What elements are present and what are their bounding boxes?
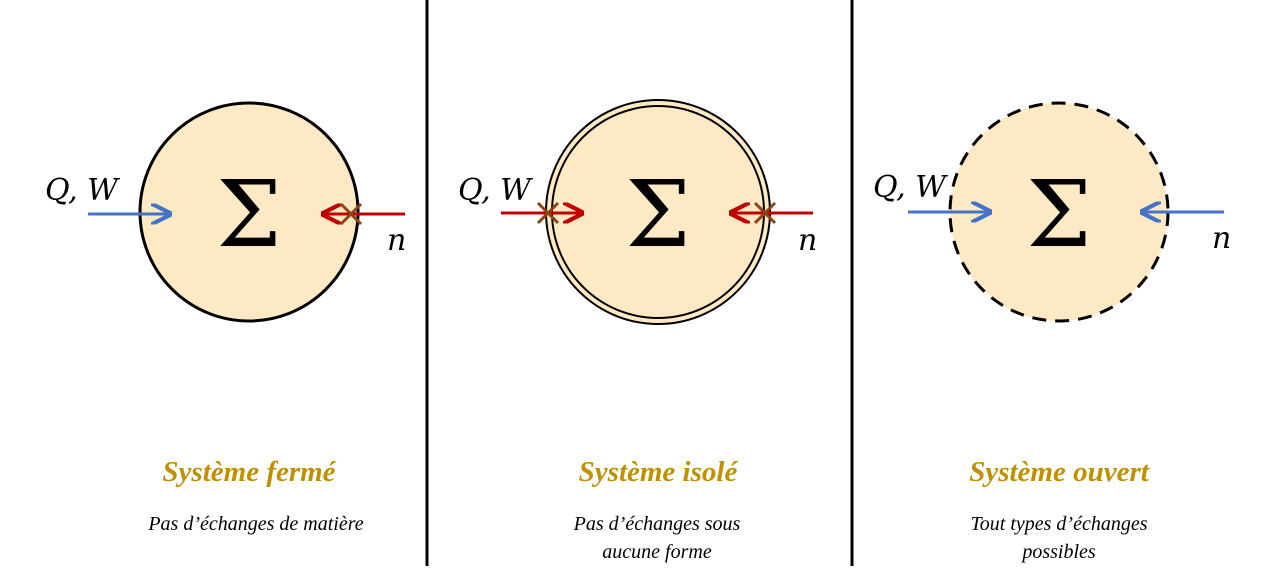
sigma-symbol: Σ [1026,161,1091,268]
matter-block-mark [753,201,777,225]
panel-closed-system: Σ Q, W n [45,101,406,323]
sigma-symbol: Σ [625,161,690,268]
matter-label: n [798,223,817,258]
subtitle-line: possibles [1022,541,1096,563]
panel-subtitle-open: Tout types d’échanges possibles [929,510,1189,566]
panel-open-system: Σ Q, W n [873,101,1231,323]
energy-label: Q, W [45,173,120,208]
panel-isolated-system: Σ Q, W n [458,99,817,325]
panel-title-open: Système ouvert [969,456,1149,488]
subtitle-line: aucune forme [602,541,712,563]
sigma-symbol: Σ [216,161,281,268]
system-boundary-solid [138,101,360,323]
energy-label: Q, W [873,170,948,205]
matter-label: n [1212,221,1231,256]
energy-block-mark [536,201,560,225]
panel-title-closed: Système fermé [162,456,336,488]
subtitle-line: Pas d’échanges de matière [148,513,364,535]
matter-label: n [387,223,406,258]
panel-subtitle-isolated: Pas d’échanges sous aucune forme [527,510,787,566]
matter-block-mark [339,202,363,226]
subtitle-line: Tout types d’échanges [970,513,1148,535]
energy-label: Q, W [458,173,533,208]
panel-title-isolated: Système isolé [578,456,738,488]
subtitle-line: Pas d’échanges sous [573,513,741,535]
panel-subtitle-closed: Pas d’échanges de matière [126,510,386,538]
